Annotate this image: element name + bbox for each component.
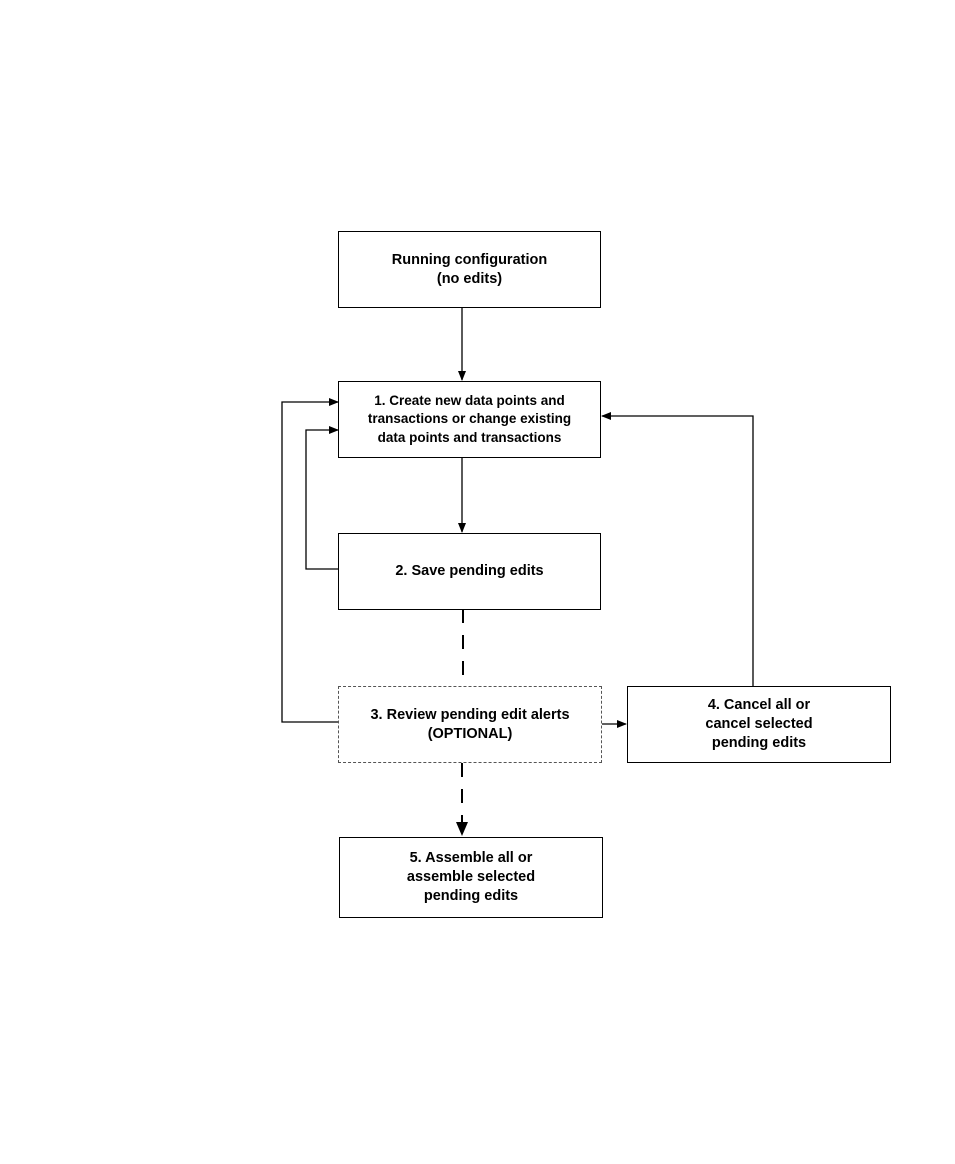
running-line-1: Running configuration [392,251,547,270]
assemble-line-2: assemble selected [407,868,535,887]
cancel-line-1: 4. Cancel all or [708,696,810,715]
running-line-2: (no edits) [437,270,502,289]
assemble-step-box: 5. Assemble all or assemble selected pen… [339,837,603,918]
arrow-cancel-to-create [602,416,753,686]
review-line-2: (OPTIONAL) [428,725,513,744]
review-step-box: 3. Review pending edit alerts (OPTIONAL) [338,686,602,763]
save-line-1: 2. Save pending edits [395,562,543,581]
create-line-1: 1. Create new data points and [374,392,565,411]
assemble-step-label: 5. Assemble all or assemble selected pen… [407,849,535,906]
create-step-label: 1. Create new data points and transactio… [368,392,571,448]
running-configuration-label: Running configuration (no edits) [392,251,547,289]
arrow-save-to-create [306,430,339,569]
cancel-line-3: pending edits [712,734,806,753]
arrowhead-review-to-assemble [456,822,468,836]
save-step-box: 2. Save pending edits [338,533,601,610]
cancel-step-box: 4. Cancel all or cancel selected pending… [627,686,891,763]
save-step-label: 2. Save pending edits [395,562,543,581]
create-step-box: 1. Create new data points and transactio… [338,381,601,458]
cancel-line-2: cancel selected [705,715,812,734]
assemble-line-1: 5. Assemble all or [410,849,533,868]
review-step-label: 3. Review pending edit alerts (OPTIONAL) [370,706,569,744]
assemble-line-3: pending edits [424,887,518,906]
arrow-review-to-create [282,402,339,722]
review-line-1: 3. Review pending edit alerts [370,706,569,725]
running-configuration-box: Running configuration (no edits) [338,231,601,308]
create-line-3: data points and transactions [378,429,562,448]
cancel-step-label: 4. Cancel all or cancel selected pending… [705,696,812,753]
create-line-2: transactions or change existing [368,410,571,429]
